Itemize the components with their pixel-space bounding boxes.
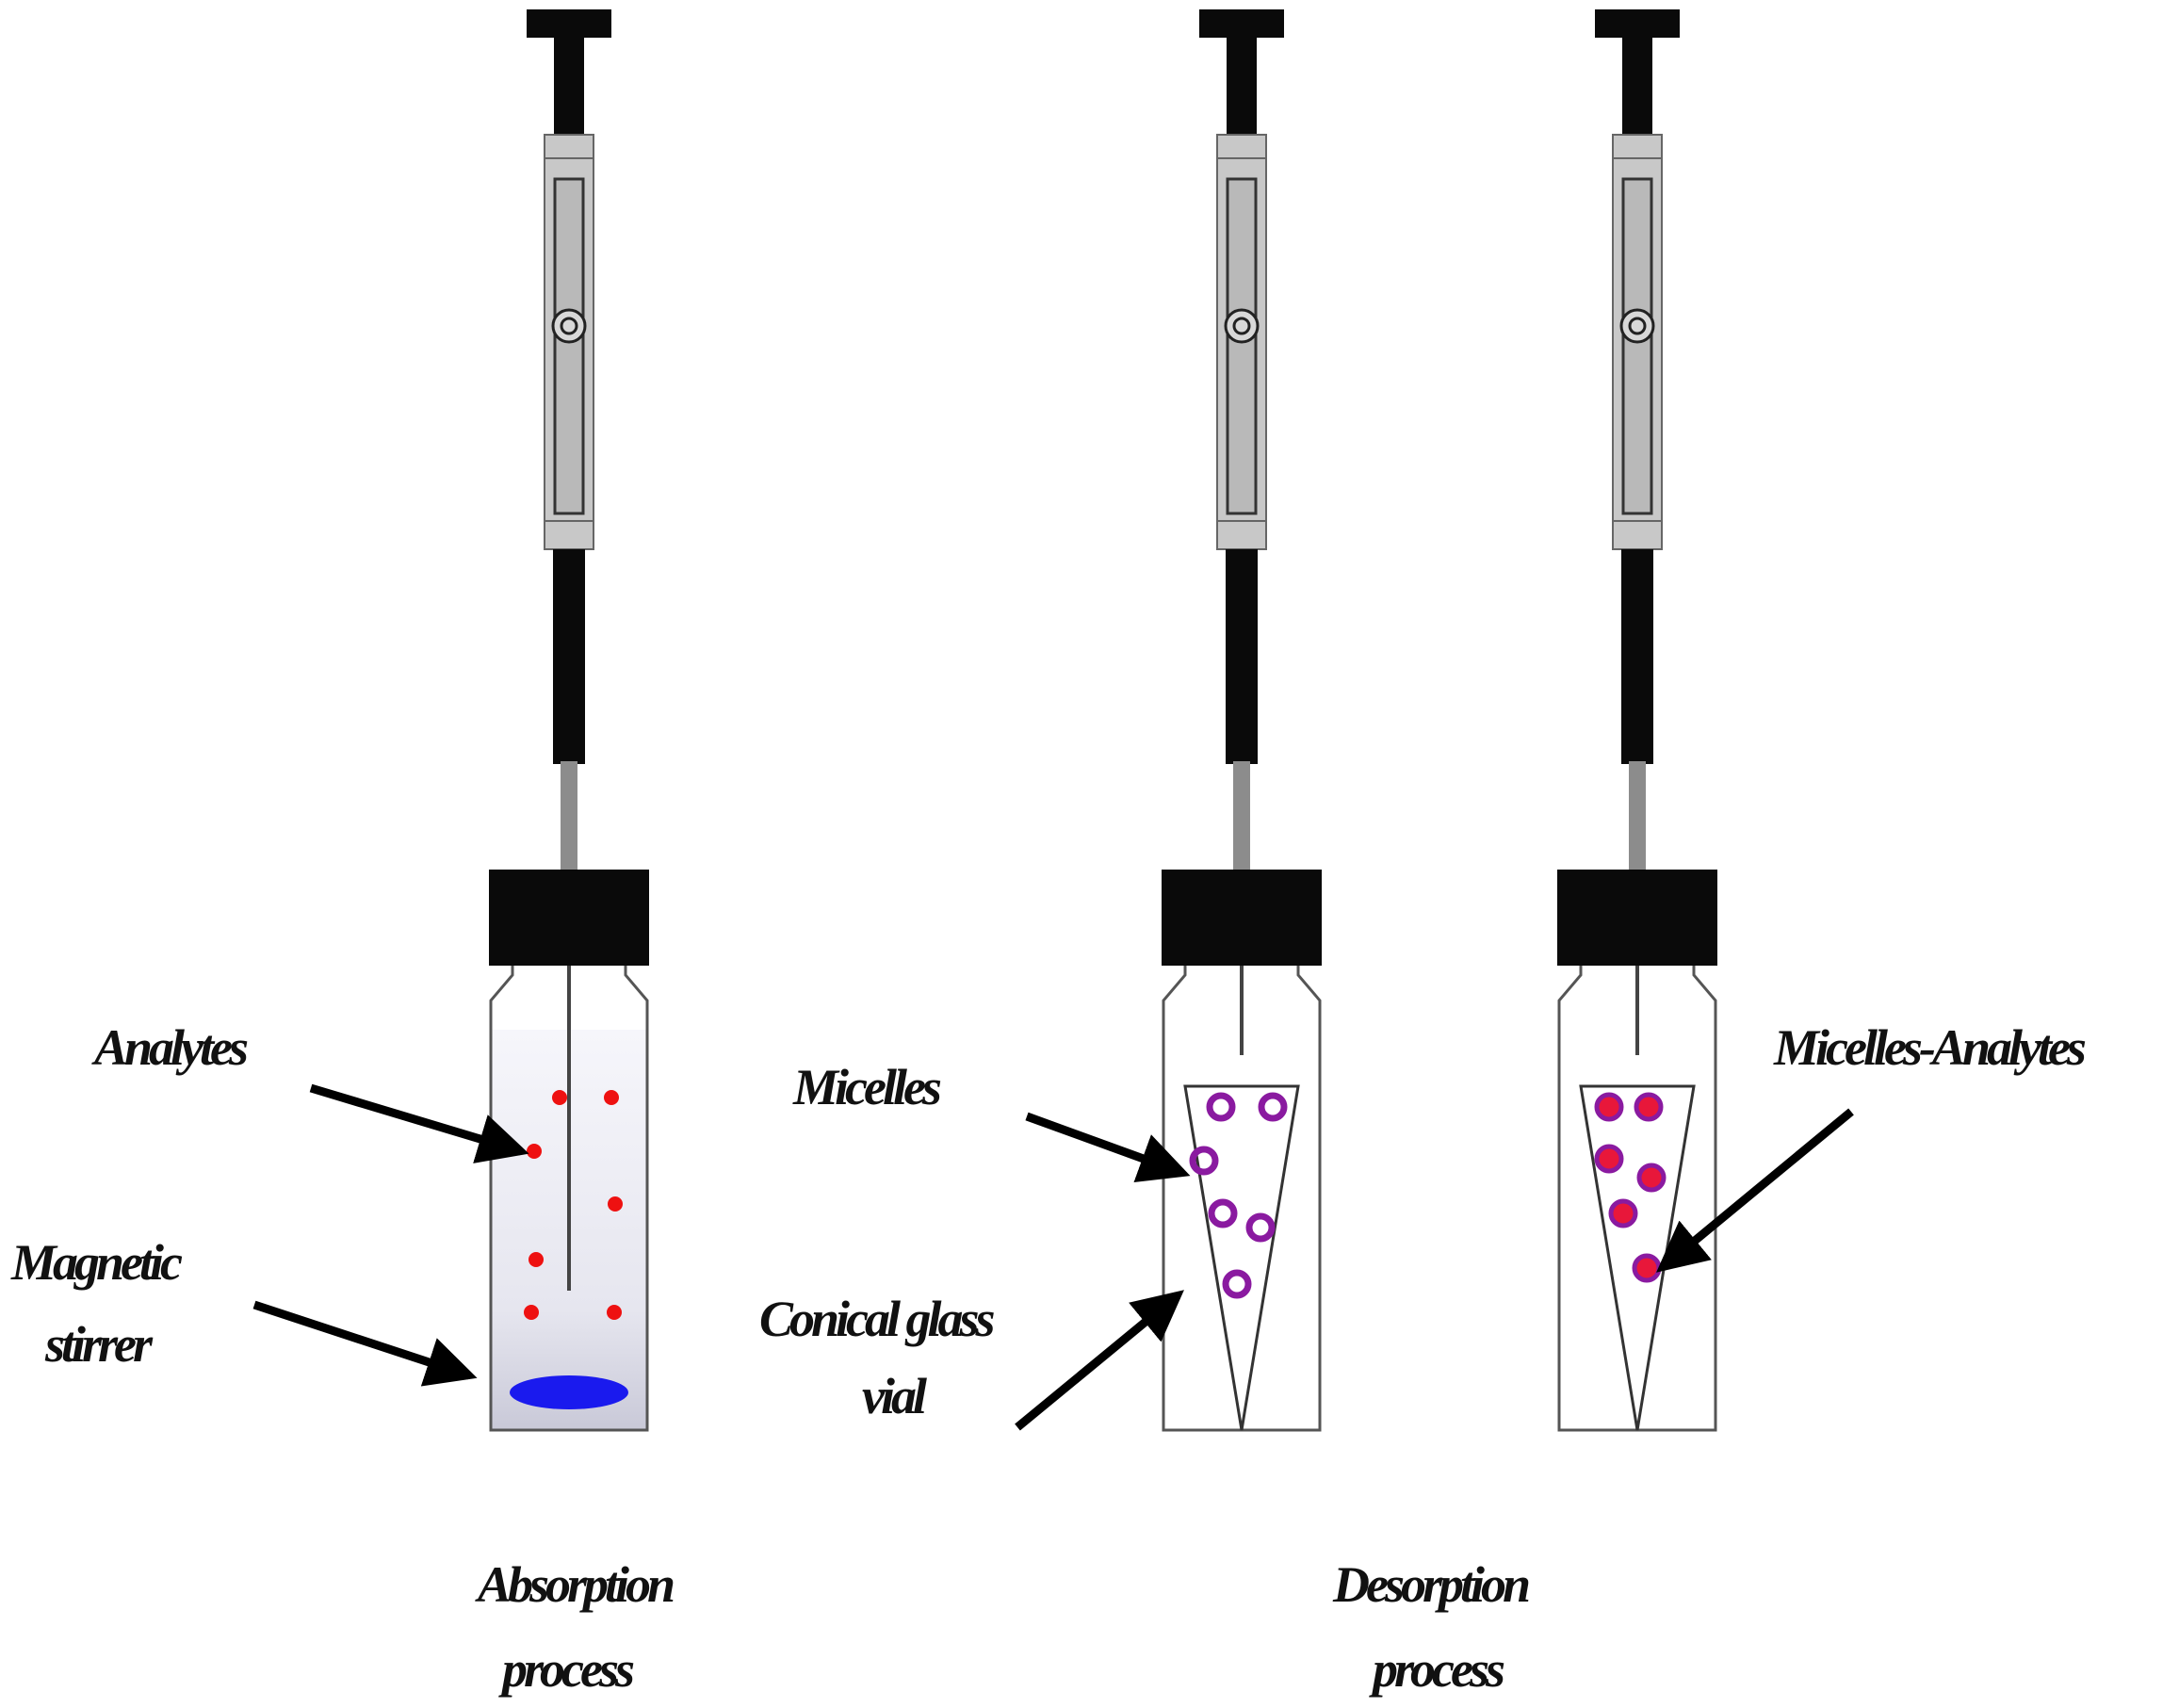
micelle-analyte-dot (1636, 1163, 1667, 1193)
plunger-handle (527, 9, 611, 38)
analyte-dot (604, 1090, 619, 1105)
vial-icon (1557, 870, 1717, 1432)
micelles-analytes-arrow-icon (1656, 1108, 1854, 1273)
magnetic-stirrer-label-line-2: stirrer (44, 1316, 154, 1373)
absorption-process-label-line-1: Absorption (475, 1556, 674, 1613)
micelles-analytes-desorption-assembly (1557, 9, 1717, 1432)
conical-vial-arrow-icon (1015, 1290, 1184, 1431)
plunger-handle (1595, 9, 1680, 38)
analyte-dot (527, 1144, 542, 1159)
barrel-top-collar (1216, 134, 1267, 162)
barrel-ring-inner (1628, 317, 1647, 335)
lower-body (1226, 549, 1258, 764)
barrel-ring-outer (551, 308, 587, 344)
vial-outline (489, 966, 649, 1432)
analyte-dot (524, 1305, 539, 1320)
micelle-analyte-dot (1608, 1198, 1638, 1228)
micelle-analyte-dot (1594, 1092, 1624, 1122)
micelle-ring (1245, 1212, 1276, 1243)
barrel-window (1226, 177, 1258, 515)
magnetic-stirrer-bar (510, 1375, 628, 1409)
plunger-rod (554, 36, 584, 138)
barrel-bottom-collar (1216, 520, 1267, 550)
lower-body (553, 549, 585, 764)
micelle-analyte-dot (1634, 1092, 1664, 1122)
arrows (252, 1083, 1854, 1431)
barrel-ring-inner (560, 317, 578, 335)
barrel-ring-outer (1619, 308, 1655, 344)
micelle-ring (1258, 1092, 1288, 1122)
plunger-rod (1227, 36, 1257, 138)
micelles-label: Micelles (792, 1059, 941, 1115)
micelle-ring (1206, 1092, 1236, 1122)
plunger-handle (1199, 9, 1284, 38)
magnetic-stirrer-label-line-1: Magnetic (10, 1234, 183, 1291)
micelles-analytes-label: Micelles-Analytes (1773, 1019, 2086, 1076)
barrel-bottom-collar (544, 520, 594, 550)
conical-insert (1183, 1084, 1300, 1431)
barrel-window (1621, 177, 1653, 515)
barrel-top-collar (544, 134, 594, 162)
micelle-ring (1222, 1269, 1252, 1299)
barrel-ring-inner (1232, 317, 1251, 335)
barrel-top-collar (1612, 134, 1663, 162)
desorption-process-label-line-1: Desorption (1332, 1556, 1529, 1613)
barrel-bottom-collar (1612, 520, 1663, 550)
needle-hub (1233, 761, 1250, 874)
micelle-analyte-dot (1632, 1253, 1662, 1283)
analytes-arrow-icon (309, 1083, 529, 1163)
analytes-label: Analytes (91, 1019, 248, 1076)
barrel-ring-outer (1224, 308, 1260, 344)
needle-hub (1629, 761, 1646, 874)
absorption-process-label-line-2: process (498, 1641, 634, 1698)
barrel-window (553, 177, 585, 515)
vial-cap (489, 870, 649, 966)
analyte-dot (528, 1252, 544, 1267)
labels: Analytes Magnetic stirrer Micelles Conic… (10, 1019, 2090, 1698)
desorption-process-label-line-2: process (1369, 1641, 1504, 1698)
vial-cap (1557, 870, 1717, 966)
analyte-dot (607, 1305, 622, 1320)
micelles-arrow-icon (1025, 1112, 1191, 1182)
syringe-icon (1199, 9, 1284, 874)
micelle-ring (1208, 1198, 1238, 1228)
vial-cap (1162, 870, 1322, 966)
syringe-icon (527, 9, 611, 874)
needle-hub (561, 761, 577, 874)
absorption-assembly (489, 9, 649, 1432)
micelles-desorption-assembly (1162, 9, 1322, 1432)
syringe-icon (1595, 9, 1680, 874)
conical-glass-vial-label-line-2: vial (862, 1368, 927, 1424)
plunger-rod (1622, 36, 1652, 138)
magnetic-stirrer-arrow-icon (252, 1300, 478, 1387)
lower-body (1621, 549, 1653, 764)
micelle-ring (1189, 1146, 1219, 1176)
micelle-analyte-dot (1594, 1144, 1624, 1174)
analyte-dot (552, 1090, 567, 1105)
conical-glass-vial-label-line-1: Conical glass (759, 1291, 995, 1347)
analyte-dot (608, 1196, 623, 1212)
